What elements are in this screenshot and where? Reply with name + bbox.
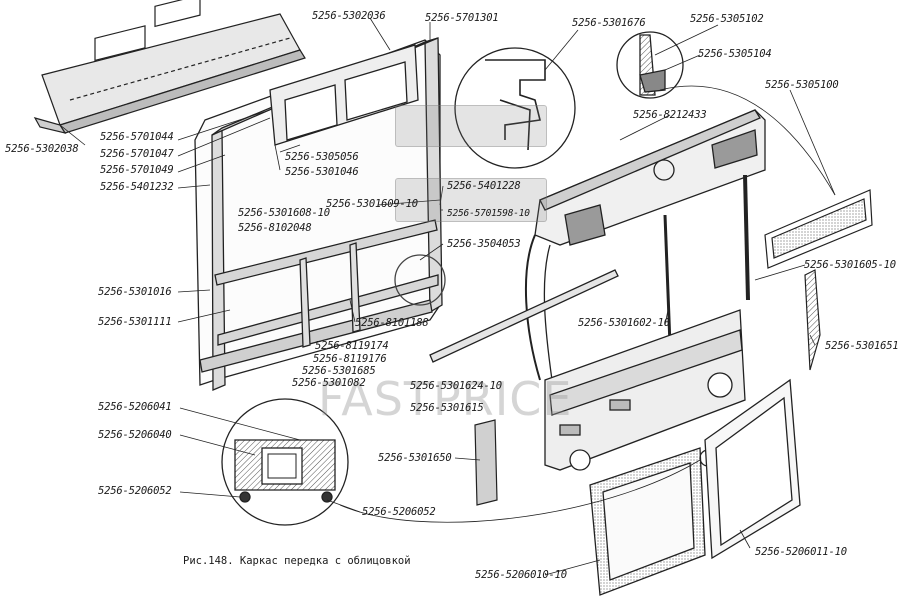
label-5701044: 5256-5701044: [100, 131, 174, 143]
rear-glass: [764, 189, 873, 269]
figure-caption: Рис.148. Каркас передка с облицовкой: [183, 555, 411, 567]
label-5301624: 5256-5301624-10: [410, 380, 502, 392]
label-5701049: 5256-5701049: [100, 164, 174, 176]
label-5305102: 5256-5305102: [690, 13, 764, 25]
label-8102048: 5256-8102048: [238, 222, 312, 234]
label-5301016: 5256-5301016: [98, 286, 172, 298]
label-5301651: 5256-5301651: [825, 340, 899, 352]
label-5301650: 5256-5301650: [378, 452, 452, 464]
label-5301685: 5256-5301685: [302, 365, 376, 377]
label-8212433: 5256-8212433: [633, 109, 707, 121]
watermark: FASTPRICE: [318, 372, 573, 426]
label-5301605: 5256-5301605-10: [804, 259, 896, 271]
label-5305100: 5256-5305100: [765, 79, 839, 91]
highlight-box: [395, 178, 547, 222]
label-5305104: 5256-5305104: [698, 48, 772, 60]
label-5302038: 5256-5302038: [5, 143, 79, 155]
label-5206011: 5256-5206011-10: [755, 546, 847, 558]
label-8119174: 5256-8119174: [315, 340, 389, 352]
lower-panels: [589, 378, 801, 596]
label-5301082: 5256-5301082: [292, 377, 366, 389]
front-frame: [194, 37, 446, 391]
label-5701301: 5256-5701301: [425, 12, 499, 24]
label-5701598: 5256-5701598-10: [447, 208, 530, 219]
leader-lines: [59, 17, 836, 576]
detail-callouts: [221, 31, 684, 526]
label-5206052-right: 5256-5206052: [362, 506, 436, 518]
label-8101188: 5256-8101188: [355, 317, 429, 329]
front-cowl: [429, 109, 766, 471]
label-5302036: 5256-5302036: [312, 10, 386, 22]
label-5206010: 5256-5206010-10: [475, 569, 567, 581]
label-5301676: 5256-5301676: [572, 17, 646, 29]
label-5301609: 5256-5301609-10: [326, 198, 418, 210]
label-5206040: 5256-5206040: [98, 429, 172, 441]
label-5206052-left: 5256-5206052: [98, 485, 172, 497]
side-trim: [474, 269, 821, 506]
label-5301046: 5256-5301046: [285, 166, 359, 178]
label-5301615: 5256-5301615: [410, 402, 484, 414]
label-5701047: 5256-5701047: [100, 148, 174, 160]
label-8119176: 5256-8119176: [313, 353, 387, 365]
label-5301111: 5256-5301111: [98, 316, 172, 328]
highlight-box: [395, 105, 547, 147]
label-5206041: 5256-5206041: [98, 401, 172, 413]
label-5301608: 5256-5301608-10: [238, 207, 330, 219]
dashboard-panel: [33, 0, 306, 134]
label-5401228: 5256-5401228: [447, 180, 521, 192]
label-5301602: 5256-5301602-10: [578, 317, 670, 329]
label-3504053: 5256-3504053: [447, 238, 521, 250]
label-5401232: 5256-5401232: [100, 181, 174, 193]
label-5305056: 5256-5305056: [285, 151, 359, 163]
